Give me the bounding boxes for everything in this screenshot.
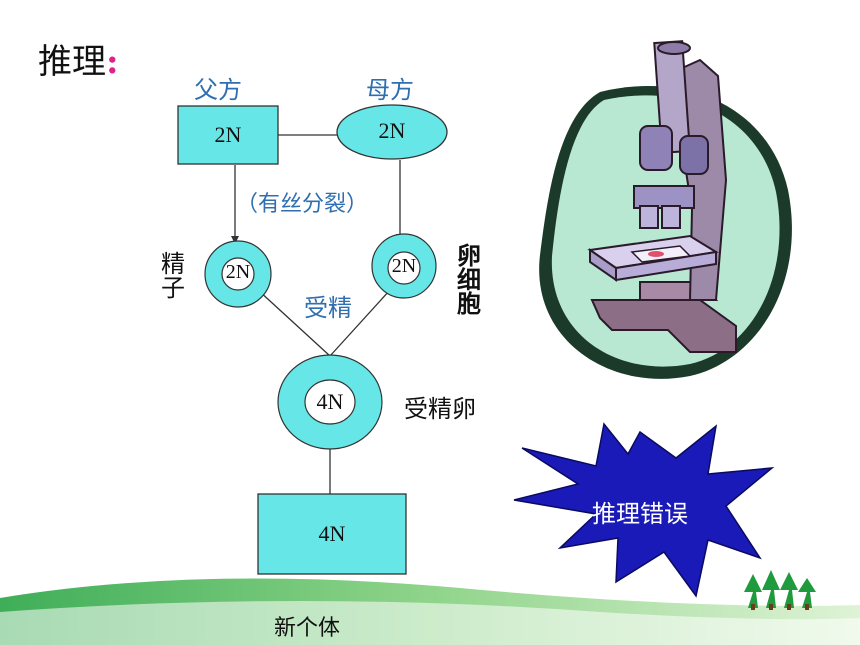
sperm-cell-nucleus bbox=[221, 257, 255, 291]
mother-label: 母方 bbox=[366, 76, 414, 104]
sperm-label: 精子 bbox=[161, 250, 185, 302]
zygote-nucleus bbox=[304, 379, 356, 425]
sperm-value: 2N bbox=[225, 261, 251, 283]
error-starburst-text: 推理错误 bbox=[592, 500, 688, 528]
mother-oval-value: 2N bbox=[378, 118, 406, 143]
father-box-value: 2N bbox=[214, 122, 242, 147]
offspring-box bbox=[257, 493, 407, 575]
slide-title: 推理: bbox=[38, 34, 119, 83]
egg-value: 2N bbox=[391, 255, 417, 277]
fertilization-label: 受精 bbox=[304, 294, 352, 322]
egg-label: 卵细胞 bbox=[457, 241, 481, 318]
title-text: 推理 bbox=[38, 42, 106, 82]
offspring-value: 4N bbox=[318, 521, 346, 546]
title-colon: : bbox=[106, 42, 119, 82]
zygote-label: 受精卵 bbox=[404, 395, 476, 423]
zygote-value: 4N bbox=[316, 389, 344, 414]
trees-icon bbox=[744, 570, 816, 610]
offspring-label: 新个体 bbox=[274, 616, 341, 641]
mother-oval bbox=[336, 104, 448, 160]
egg-cell-nucleus bbox=[387, 251, 421, 285]
mitosis-label: （有丝分裂） bbox=[236, 192, 369, 217]
microscope-clipart bbox=[539, 40, 792, 379]
father-label: 父方 bbox=[194, 76, 242, 104]
father-box bbox=[177, 105, 279, 165]
error-starburst bbox=[513, 422, 775, 598]
